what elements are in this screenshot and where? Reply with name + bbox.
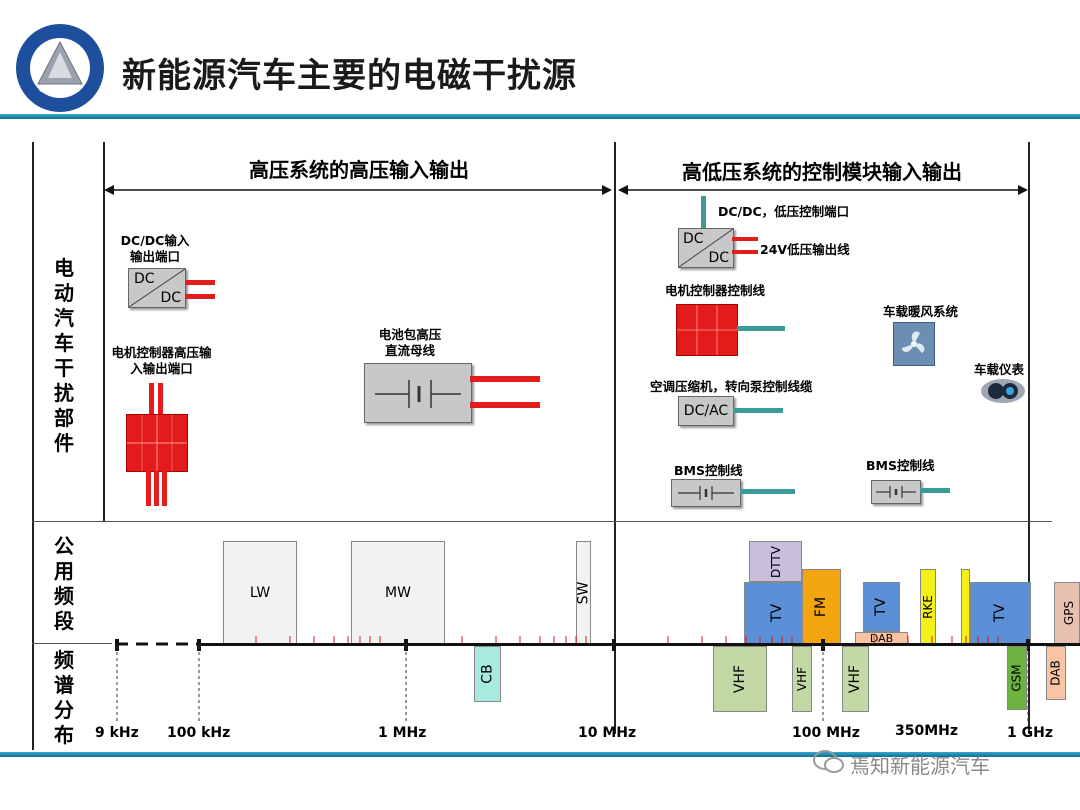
section-right-title: 高低压系统的控制模块输入输出 — [682, 160, 962, 184]
bms-module-2 — [871, 480, 921, 504]
page-title: 新能源汽车主要的电磁干扰源 — [122, 56, 577, 96]
frame-row-divider-2 — [32, 643, 112, 644]
band-tv-1: TV — [744, 582, 811, 644]
motor-hv-line-bot-3 — [162, 470, 167, 506]
battery-label: 电池包高压直流母线 — [378, 327, 442, 358]
dcac-text: DC/AC — [683, 403, 729, 419]
bms-ctrl-line-2 — [920, 488, 950, 493]
dashboard-label: 车载仪表 — [974, 362, 1025, 377]
band-tv-3: TV — [970, 582, 1031, 644]
dc-top-text: DC — [683, 231, 704, 247]
bms-label-2: BMS控制线 — [866, 458, 935, 473]
frame-10mhz-line — [614, 142, 616, 734]
left-dcdc-hv-line-2 — [185, 294, 215, 299]
motor-hv-line-bot-2 — [154, 470, 159, 506]
band-dab-2: DAB — [1046, 646, 1066, 700]
footer-accent-bar — [0, 752, 1080, 757]
band-dttv: DTTV — [749, 541, 802, 582]
row-label-bands: 公用 频段 — [54, 534, 74, 633]
left-dcdc-hv-line-1 — [185, 280, 215, 285]
band-fm: FM — [802, 569, 841, 644]
band-mw: MW — [351, 541, 445, 644]
motor-ctrl-label: 电机控制器控制线 — [665, 283, 766, 298]
tick-100mhz — [821, 639, 825, 651]
dc-bottom-text: DC — [708, 250, 729, 266]
lv-output-line-1 — [732, 237, 758, 241]
motor-controller-module — [126, 414, 188, 472]
battery-hv-line-1 — [470, 376, 540, 382]
header-accent-bar — [0, 114, 1080, 119]
row-label-spectrum: 频谱 分布 — [54, 648, 74, 747]
motor-ctrl-module — [676, 304, 738, 356]
bms-module-1 — [671, 479, 741, 507]
freq-label-9khz: 9 kHz — [95, 725, 139, 741]
frequency-axis-dashed — [116, 642, 200, 646]
frame-label-divider — [103, 142, 105, 522]
band-gps: GPS — [1054, 582, 1080, 644]
band-narrow-yellow — [961, 569, 970, 644]
frame-left-line — [32, 142, 34, 750]
freq-label-1ghz: 1 GHz — [1007, 725, 1053, 741]
band-lw: LW — [223, 541, 297, 644]
freq-label-350mhz: 350MHz — [895, 723, 959, 739]
left-motor-label: 电机控制器高压输入输出端口 — [111, 345, 212, 376]
motor-hv-line-top-1 — [149, 383, 154, 415]
bms-label-1: BMS控制线 — [674, 463, 743, 478]
left-dcdc-converter: DC DC — [128, 268, 186, 308]
tick-1ghz — [1026, 639, 1030, 651]
dc-top-text: DC — [134, 271, 155, 287]
ac-compressor-label: 空调压缩机，转向泵控制线缆 — [650, 379, 813, 394]
motor-hv-line-top-2 — [158, 383, 163, 415]
motor-hv-line-bot-1 — [146, 470, 151, 506]
frequency-minor-ticks — [255, 636, 999, 643]
right-dcdc-ctrl-label: DC/DC，低压控制端口 — [718, 204, 850, 219]
dc-bottom-text: DC — [160, 290, 181, 306]
band-vhf-2: VHF — [792, 646, 812, 712]
wechat-icon — [812, 748, 846, 776]
section-arrows — [104, 185, 1028, 195]
band-vhf-1: VHF — [713, 646, 767, 712]
right-dcdc-converter: DC DC — [678, 228, 734, 268]
dcdc-lv-port-line — [701, 196, 706, 228]
motor-ctrl-line — [737, 326, 785, 331]
tick-10mhz — [612, 639, 616, 651]
watermark-text: 焉知新能源汽车 — [850, 754, 990, 778]
section-left-title: 高压系统的高压输入输出 — [249, 158, 469, 182]
tick-9khz — [115, 639, 119, 651]
dashboard-gauge-icon — [980, 378, 1026, 404]
tick-100khz — [197, 639, 201, 651]
bms-ctrl-line-1 — [740, 489, 795, 494]
freq-label-10mhz: 10 MHz — [578, 725, 637, 741]
caeri-logo — [14, 22, 106, 114]
battery-hv-line-2 — [470, 402, 540, 408]
frame-row-divider-1 — [32, 521, 1052, 522]
band-gsm: GSM — [1007, 646, 1027, 710]
freq-label-100mhz: 100 MHz — [792, 725, 860, 741]
dcac-converter: DC/AC — [678, 396, 734, 426]
battery-pack — [364, 363, 472, 423]
logo-text: CAERI — [38, 84, 82, 95]
freq-label-1mhz: 1 MHz — [378, 725, 427, 741]
lv-output-label: 24V低压输出线 — [760, 242, 850, 257]
frequency-axis-solid — [199, 643, 1080, 646]
frequency-drop-lines — [116, 646, 1029, 722]
freq-label-100khz: 100 kHz — [167, 725, 231, 741]
hvac-fan-icon — [893, 322, 935, 366]
hvac-label: 车载暖风系统 — [883, 304, 959, 319]
row-label-components: 电动 汽车 干扰 部件 — [54, 256, 74, 455]
frame-1ghz-line — [1028, 142, 1030, 734]
left-dcdc-label: DC/DC输入输出端口 — [120, 233, 190, 264]
tick-1mhz — [404, 639, 408, 651]
band-sw: SW — [576, 541, 592, 644]
band-tv-2: TV — [863, 582, 900, 632]
band-vhf-3: VHF — [842, 646, 869, 712]
band-cb: CB — [474, 646, 501, 702]
lv-output-line-2 — [732, 250, 758, 254]
band-rke: RKE — [920, 569, 936, 644]
dcac-ctrl-line — [733, 408, 783, 413]
